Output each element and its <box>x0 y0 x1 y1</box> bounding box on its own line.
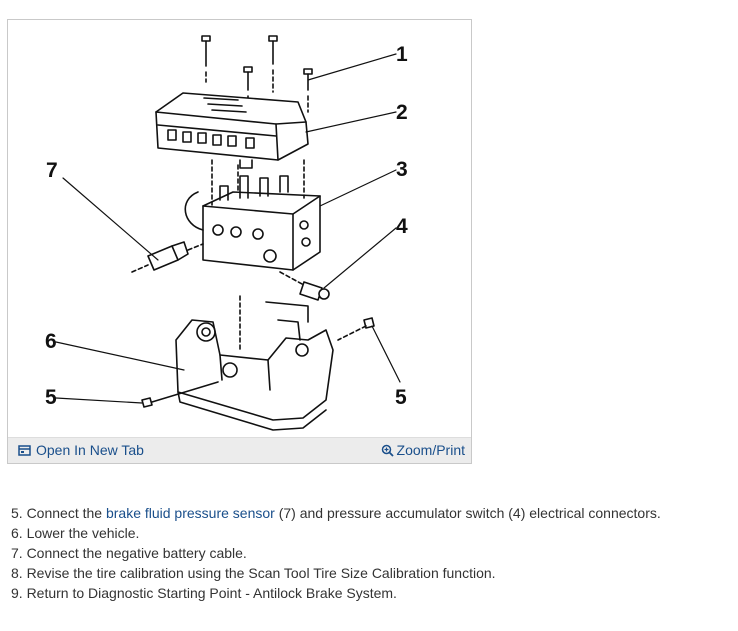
callout-5-left: 5 <box>45 386 57 409</box>
step-5: 5. Connect the brake fluid pressure sens… <box>11 503 661 523</box>
abs-module-exploded-diagram: 1 2 3 7 4 6 5 5 <box>45 35 408 431</box>
step-8: 8. Revise the tire calibration using the… <box>11 565 496 581</box>
callout-1: 1 <box>396 43 408 66</box>
diagram-figure: 1 2 3 7 4 6 5 5 Open In New Tab Zoom/Pri… <box>7 19 472 464</box>
zoom-print-label: Zoom/Print <box>396 442 465 458</box>
magnifier-plus-icon <box>381 444 394 457</box>
callout-2: 2 <box>396 101 408 124</box>
step-5-prefix: 5. Connect the <box>11 505 106 521</box>
open-in-new-tab-link[interactable]: Open In New Tab <box>18 442 144 458</box>
procedure-steps: 5. Connect the brake fluid pressure sens… <box>11 503 661 603</box>
pressure-accumulator-switch <box>279 271 330 301</box>
callout-leaders <box>55 53 401 404</box>
step-9: 9. Return to Diagnostic Starting Point -… <box>11 585 397 601</box>
open-in-new-tab-icon <box>18 444 31 456</box>
figure-toolbar: Open In New Tab Zoom/Print <box>8 437 471 463</box>
brake-fluid-pressure-sensor <box>131 241 204 273</box>
bracket-bolts <box>141 317 375 408</box>
step-5-suffix: (7) and pressure accumulator switch (4) … <box>274 505 661 521</box>
control-module <box>155 92 309 169</box>
step-6: 6. Lower the vehicle. <box>11 525 140 541</box>
mounting-bracket <box>175 295 334 431</box>
callout-5-right: 5 <box>395 386 407 409</box>
callout-3: 3 <box>396 158 408 181</box>
callout-7: 7 <box>46 159 58 182</box>
callout-4: 4 <box>396 215 408 238</box>
open-in-new-tab-label: Open In New Tab <box>36 442 144 458</box>
zoom-print-link[interactable]: Zoom/Print <box>381 442 465 458</box>
hydraulic-modulator <box>184 159 321 271</box>
brake-fluid-pressure-sensor-link[interactable]: brake fluid pressure sensor <box>105 505 275 521</box>
callout-6: 6 <box>45 330 57 353</box>
step-7: 7. Connect the negative battery cable. <box>11 545 247 561</box>
